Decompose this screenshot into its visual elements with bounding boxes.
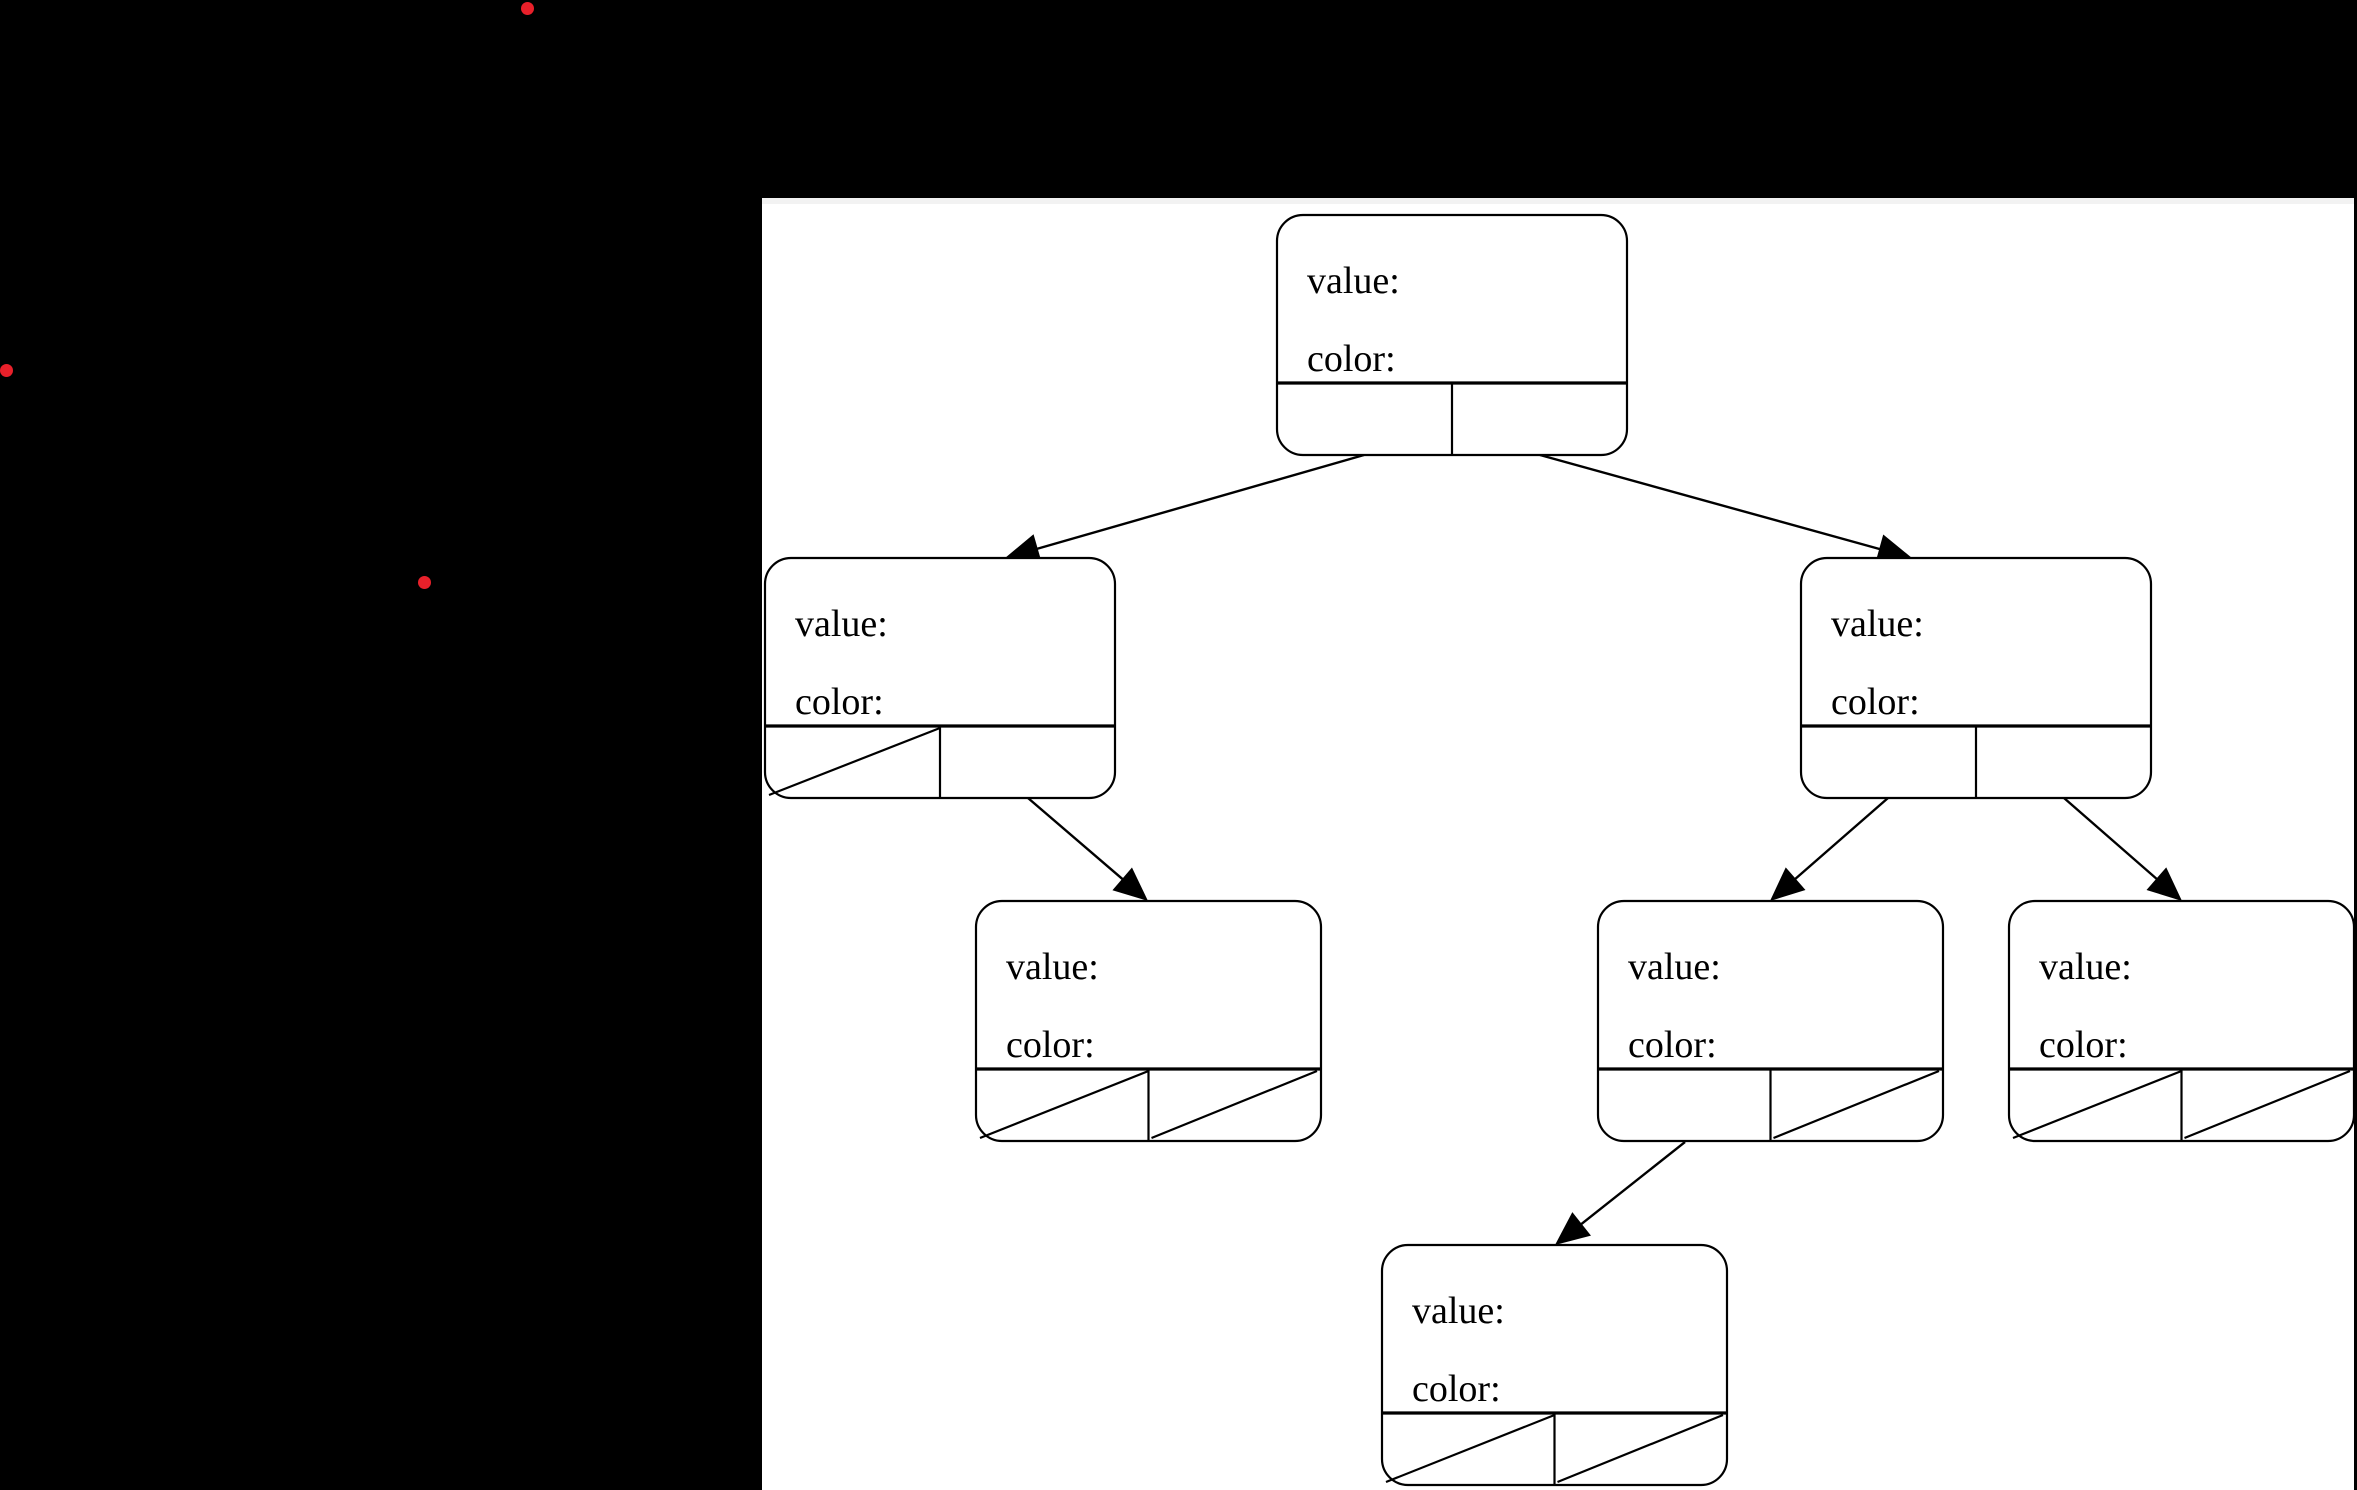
edge-arrowhead-icon xyxy=(2146,867,2182,901)
edge-line xyxy=(1033,453,1365,551)
edge-arrowhead-icon xyxy=(1112,867,1148,901)
right-left-grandchild-node[interactable]: value: color: xyxy=(1596,899,1945,1143)
edge-arrowhead-icon xyxy=(1770,867,1806,901)
node-color-label: color: xyxy=(1307,338,1396,380)
edge-line xyxy=(1577,1141,1686,1228)
right-child-node[interactable]: value: color: xyxy=(1799,556,2153,800)
root-node[interactable]: value: color: xyxy=(1275,213,1629,457)
right-null-slash-icon xyxy=(2184,1069,2351,1140)
tree-edge-root-to-right-child xyxy=(1539,453,1912,564)
node-value-label: value: xyxy=(1628,946,1721,988)
edge-line xyxy=(2063,797,2161,883)
node-value-label: value: xyxy=(1412,1290,1505,1332)
node-color-label: color: xyxy=(1006,1024,1095,1066)
deepest-node[interactable]: value: color: xyxy=(1380,1243,1729,1487)
left-null-slash-icon xyxy=(768,726,941,797)
tree-edge-right-left-grandchild-to-deepest xyxy=(1555,1141,1686,1245)
cursor-dot-top xyxy=(521,2,534,15)
right-null-slash-icon xyxy=(1557,1413,1724,1484)
canvas-top-strip xyxy=(762,198,2354,205)
node-value-label: value: xyxy=(1006,946,1099,988)
cursor-dot-left xyxy=(0,364,13,377)
cursor-dot-mid xyxy=(418,576,431,589)
edge-arrowhead-icon xyxy=(1005,534,1042,564)
node-color-label: color: xyxy=(795,681,884,723)
node-color-label: color: xyxy=(2039,1024,2128,1066)
tree-edge-right-child-to-right-left-grandchild xyxy=(1770,797,1889,901)
node-value-label: value: xyxy=(1307,260,1400,302)
node-color-label: color: xyxy=(1412,1368,1501,1410)
right-right-grandchild-node[interactable]: value: color: xyxy=(2007,899,2356,1143)
node-color-label: color: xyxy=(1628,1024,1717,1066)
left-null-slash-icon xyxy=(1385,1413,1555,1484)
node-value-label: value: xyxy=(2039,946,2132,988)
tree-edge-right-child-to-right-right-grandchild xyxy=(2063,797,2182,901)
tree-edge-left-child-to-left-right-grandchild xyxy=(1027,797,1148,901)
edge-arrowhead-icon xyxy=(1875,534,1912,564)
edge-line xyxy=(1027,797,1127,883)
edge-line xyxy=(1791,797,1889,883)
left-right-grandchild-node[interactable]: value: color: xyxy=(974,899,1323,1143)
diagram-canvas[interactable]: value:color:value:color:value:color:valu… xyxy=(762,204,2356,1490)
edge-arrowhead-icon xyxy=(1555,1212,1591,1245)
node-value-label: value: xyxy=(795,603,888,645)
right-null-slash-icon xyxy=(1151,1069,1318,1140)
edge-line xyxy=(1539,453,1884,552)
right-null-slash-icon xyxy=(1773,1069,1940,1140)
tree-edge-root-to-left-child xyxy=(1005,453,1365,564)
left-null-slash-icon xyxy=(2012,1069,2182,1140)
node-color-label: color: xyxy=(1831,681,1920,723)
left-child-node[interactable]: value: color: xyxy=(763,556,1117,800)
left-null-slash-icon xyxy=(979,1069,1149,1140)
binary-tree-diagram: value:color:value:color:value:color:valu… xyxy=(763,213,2356,1487)
node-value-label: value: xyxy=(1831,603,1924,645)
